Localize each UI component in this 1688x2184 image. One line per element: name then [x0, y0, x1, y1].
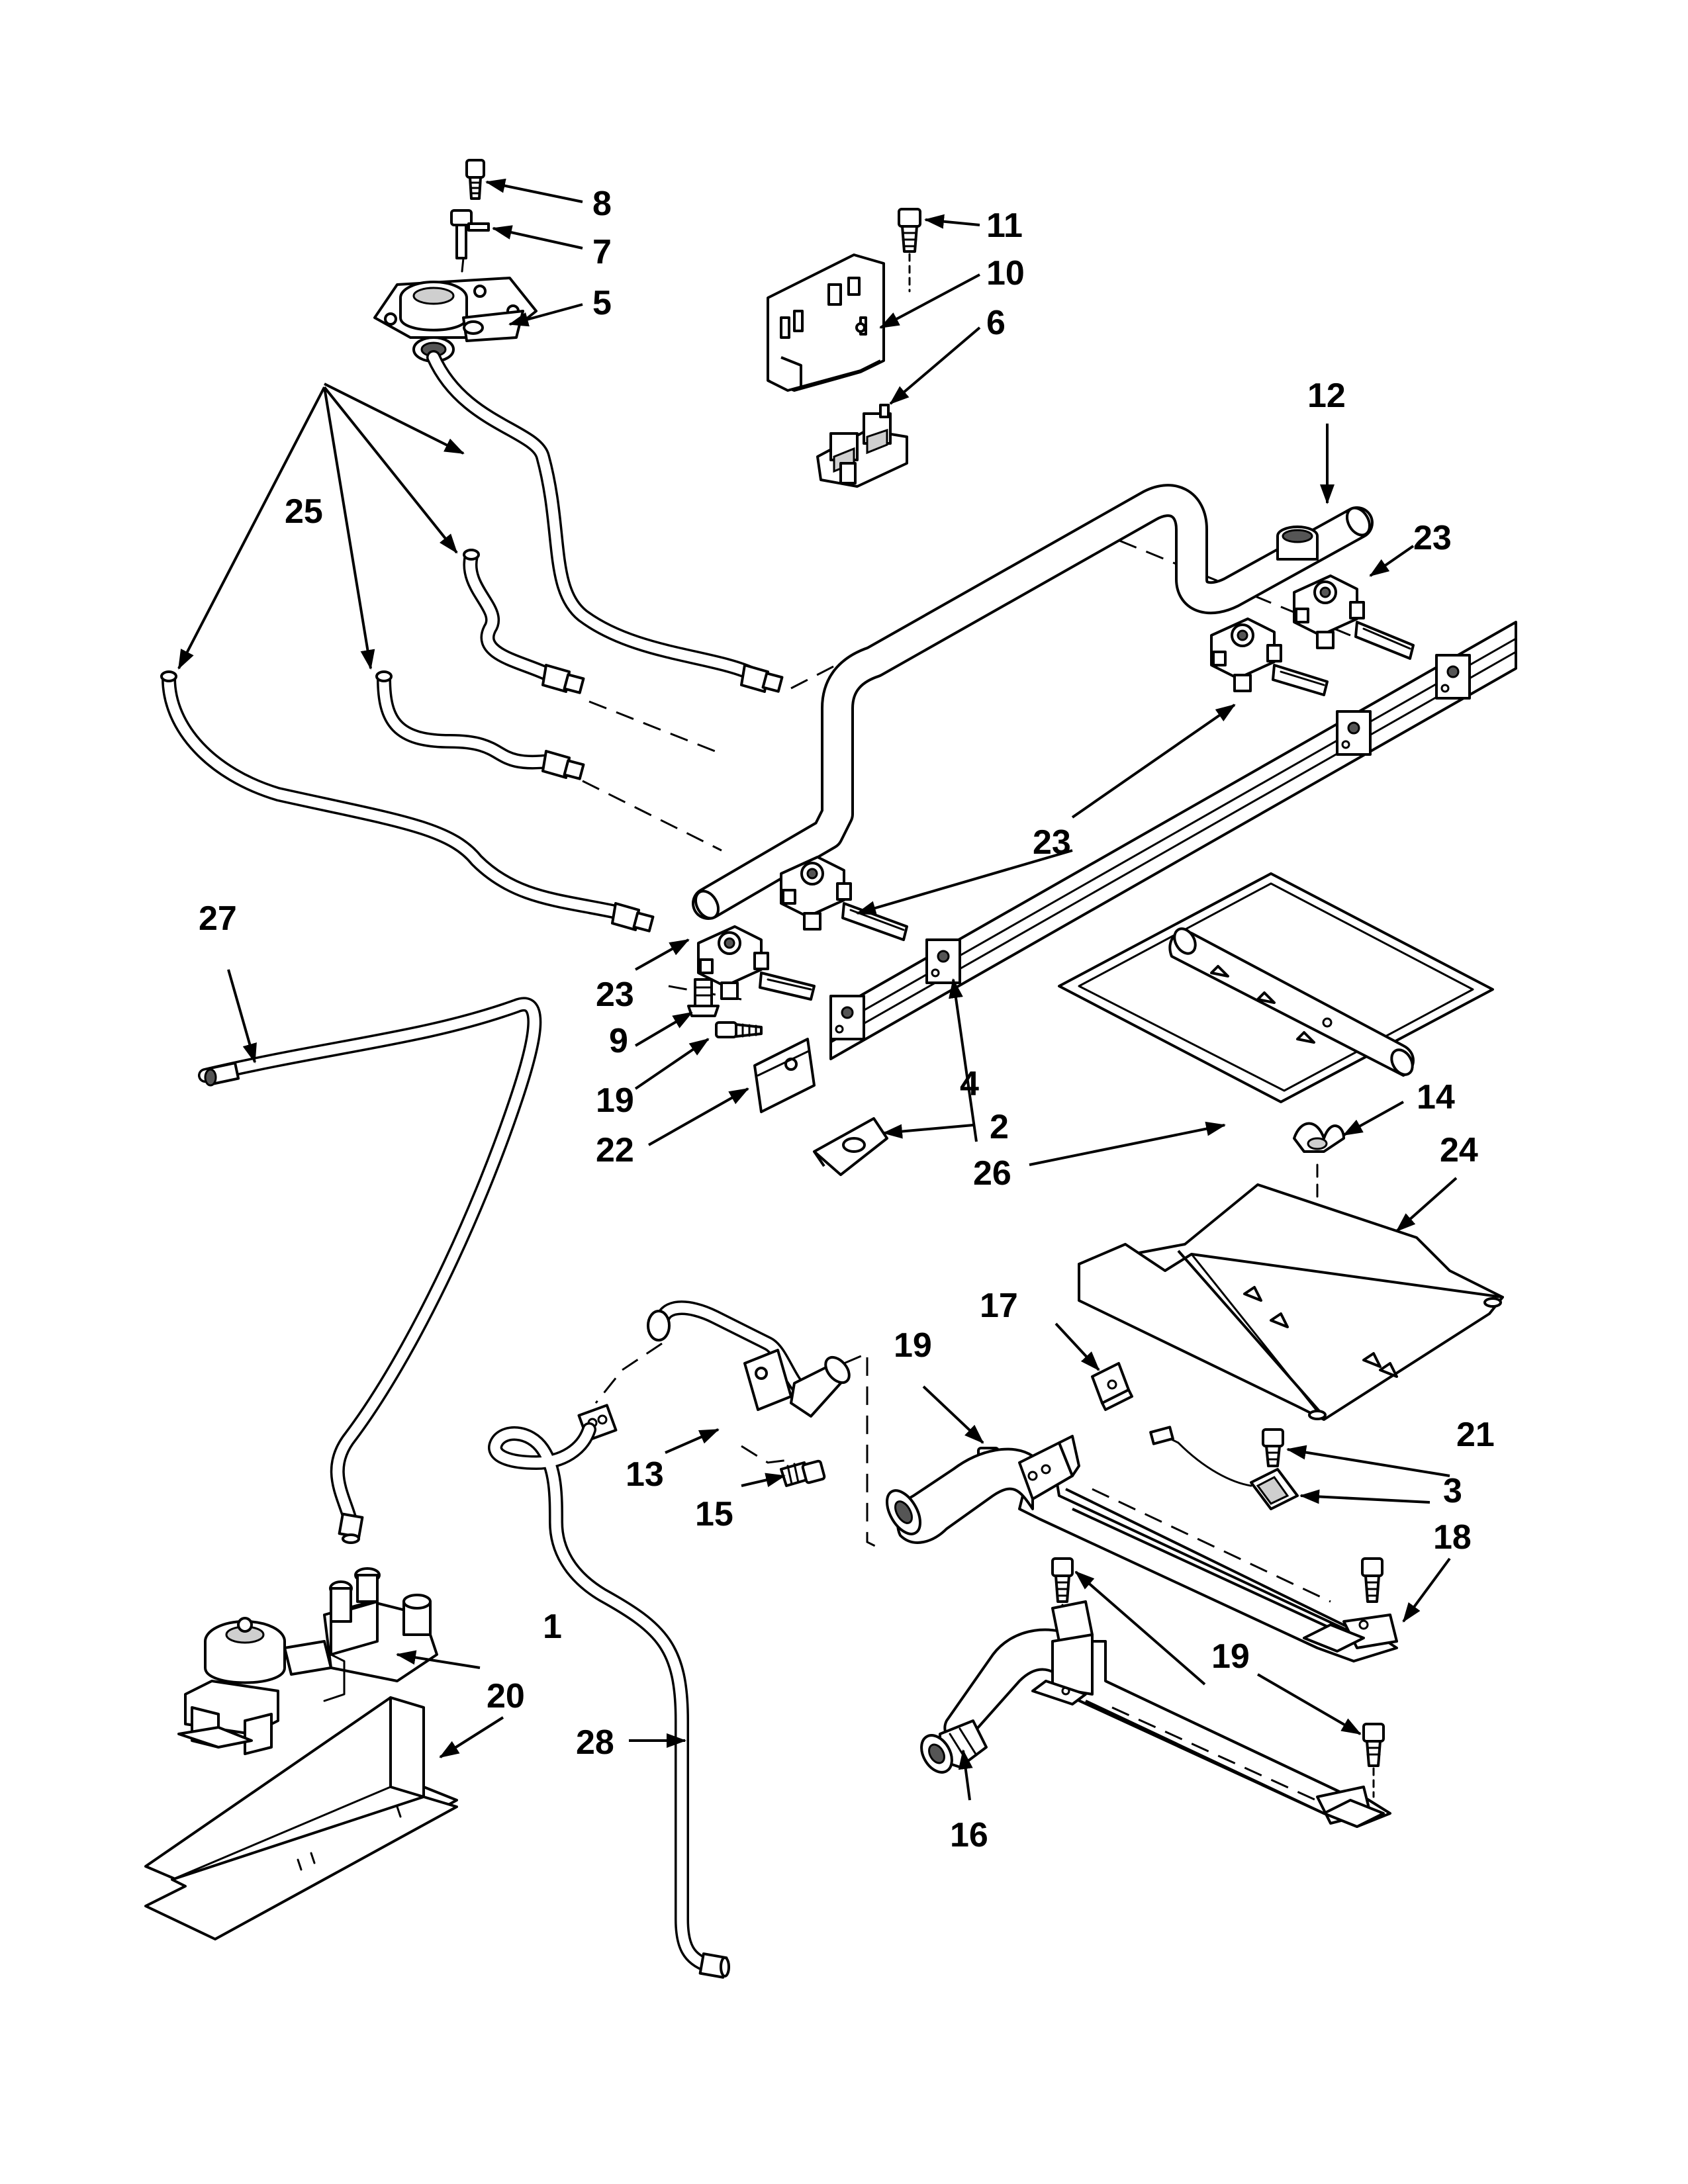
rail-clip-d [1435, 654, 1471, 700]
screw-11 [898, 208, 921, 293]
valve-23-a [697, 925, 816, 1001]
callout-labels: 8 7 5 11 10 6 12 23 25 23 27 23 9 19 22 … [199, 185, 1495, 1854]
burner-tubes-25 [160, 350, 784, 933]
mounting-plate-1 [144, 1696, 458, 1940]
upper-burner-tube [886, 1435, 1398, 1662]
tube-fitting-d [611, 902, 655, 933]
callout-27: 27 [199, 899, 237, 938]
bracket-22 [753, 1038, 816, 1113]
valve-23-d [1293, 574, 1415, 660]
deflector-24 [1078, 1183, 1504, 1421]
callout-20: 20 [487, 1677, 525, 1715]
orifice-tube-13 [647, 1300, 851, 1418]
callout-7: 7 [592, 233, 612, 271]
callout-23-left: 23 [596, 976, 634, 1014]
callout-6: 6 [986, 304, 1006, 342]
valve-23-c [1210, 617, 1329, 696]
callout-17: 17 [980, 1287, 1018, 1325]
orifice-elbow [790, 1355, 851, 1418]
callout-19-middle: 19 [894, 1326, 932, 1365]
tube-28 [488, 1422, 730, 1979]
callout-2: 2 [990, 1108, 1009, 1146]
callout-19-lower: 19 [1211, 1637, 1250, 1676]
callout-4: 4 [960, 1065, 979, 1103]
rail-clip-c [1336, 710, 1372, 756]
tube-27 [198, 997, 542, 1544]
orifice-16 [920, 1719, 988, 1774]
manifold-12 [692, 484, 1374, 920]
valve-23-b [780, 856, 908, 941]
tube-27-fitting-top [204, 1062, 240, 1087]
callout-15: 15 [695, 1495, 733, 1533]
callout-19-upper: 19 [596, 1081, 634, 1120]
burner-5 [373, 277, 538, 363]
screw-18 [1361, 1557, 1383, 1603]
spark-module-assembly [767, 208, 921, 488]
callout-arrows [177, 178, 1458, 1801]
callout-25: 25 [285, 492, 323, 531]
pressure-regulator-port [1276, 525, 1319, 561]
tube-27-fitting-bottom [338, 1512, 364, 1544]
callout-10: 10 [986, 254, 1025, 293]
screw-19-d [1362, 1723, 1385, 1798]
lower-burner-tube [920, 1600, 1391, 1828]
callout-24: 24 [1440, 1131, 1478, 1169]
callout-21: 21 [1456, 1416, 1495, 1454]
callout-23-right: 23 [1413, 519, 1452, 557]
spark-module-6 [816, 404, 908, 488]
callout-12: 12 [1307, 377, 1346, 415]
screw-8 [465, 159, 485, 200]
bracket-10 [767, 253, 885, 392]
top-burner-assembly [373, 159, 538, 363]
callout-23-middle: 23 [1033, 823, 1071, 862]
callout-11: 11 [986, 206, 1023, 245]
callout-8: 8 [592, 185, 612, 223]
rail-clip-a [829, 995, 865, 1040]
callout-28: 28 [576, 1723, 614, 1762]
screw-15 [780, 1459, 826, 1487]
tube-fitting-b [541, 664, 585, 694]
callout-14: 14 [1417, 1078, 1455, 1116]
tube-28-fitting-bottom [698, 1952, 730, 1979]
screw-19-a [715, 1021, 763, 1038]
callout-16: 16 [950, 1816, 988, 1854]
tube-fitting-c [541, 750, 585, 780]
regulator-20 [177, 1567, 438, 1755]
electrode-7 [450, 209, 490, 273]
tube-fitting-a [740, 664, 784, 693]
screw-9 [687, 978, 720, 1017]
valve-rail-4 [829, 621, 1517, 1060]
callout-26: 26 [973, 1154, 1011, 1193]
callout-13: 13 [626, 1455, 664, 1494]
rail-clip-b [925, 938, 961, 984]
callout-3: 3 [1443, 1472, 1462, 1510]
callout-5: 5 [592, 284, 612, 322]
deflector-26 [1058, 872, 1494, 1103]
screw-21 [1262, 1428, 1284, 1467]
igniter-3 [1149, 1426, 1299, 1510]
callout-22: 22 [596, 1131, 634, 1169]
callout-1: 1 [543, 1608, 562, 1646]
screw-19-c [1051, 1557, 1074, 1636]
gasket-2 [813, 1117, 888, 1176]
callout-9: 9 [609, 1022, 628, 1060]
callout-18: 18 [1433, 1518, 1472, 1557]
bracket-17 [1091, 1362, 1133, 1411]
